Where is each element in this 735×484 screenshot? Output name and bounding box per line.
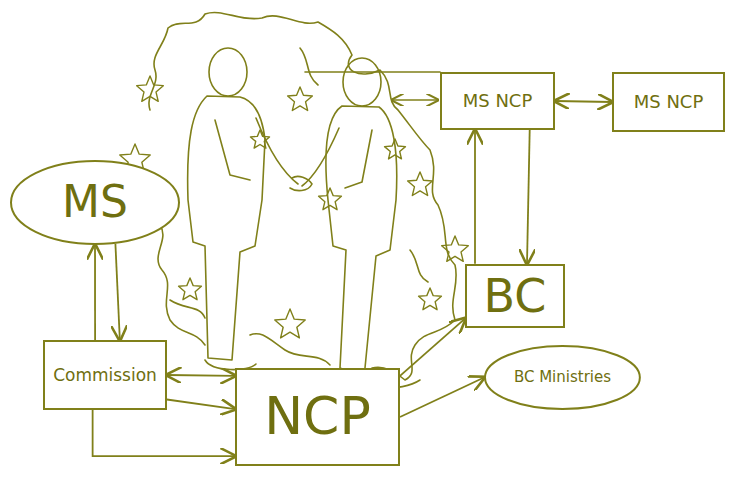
star-symbol (179, 278, 202, 300)
ellipse-node: MS (10, 160, 180, 245)
star-symbol (137, 76, 164, 101)
connector-arrow (527, 130, 530, 264)
node-label: MS NCP (634, 92, 704, 112)
star-symbol (385, 139, 406, 159)
person-arm (215, 118, 298, 184)
star-symbol (250, 130, 269, 148)
ellipse-node: BC Ministries (484, 345, 641, 410)
node-label: NCP (264, 388, 371, 445)
star-symbol (408, 172, 433, 196)
handshake (290, 176, 312, 190)
person-body (188, 96, 265, 360)
connector-arrow (400, 378, 484, 418)
node-label: MS (62, 178, 128, 226)
ellipse-border (11, 161, 179, 244)
person-head (343, 58, 381, 106)
node-label: BC (484, 271, 547, 322)
ellipse-border (485, 346, 640, 409)
connector-arrow (167, 400, 235, 410)
connector-arrow (94, 245, 96, 340)
connector-arrow (167, 374, 235, 377)
connector-arrow (555, 101, 612, 102)
europe-map-outline (149, 12, 456, 380)
process-box: MS NCP (612, 72, 725, 132)
person-head (209, 48, 247, 96)
node-label: MS NCP (463, 91, 533, 111)
star-symbol (419, 288, 442, 310)
connector-arrow (474, 130, 476, 264)
star-symbol (275, 309, 305, 338)
connector-arrow (115, 244, 119, 340)
connector-arrow (400, 319, 465, 376)
star-symbol (288, 87, 313, 111)
process-box: NCP (235, 368, 400, 466)
star-symbol (442, 236, 469, 261)
process-box: BC (465, 264, 565, 329)
process-box: MS NCP (440, 72, 555, 130)
node-label: BC Ministries (514, 369, 611, 386)
link-arrow (392, 99, 438, 101)
person-arm (302, 128, 372, 188)
star-symbol (319, 188, 342, 210)
process-box: Commission (43, 340, 167, 410)
map-coast (170, 48, 428, 318)
connector-arrow (93, 410, 235, 456)
frame-line (305, 71, 440, 73)
node-label: Commission (53, 366, 157, 385)
